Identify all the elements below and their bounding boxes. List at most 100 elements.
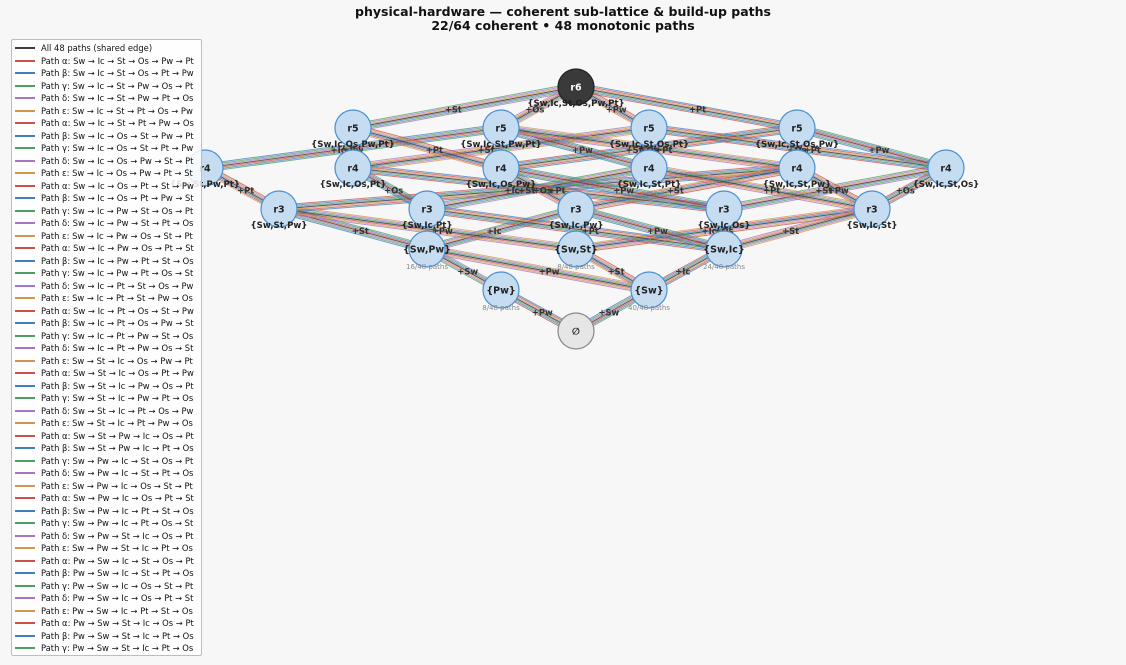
- path-strand: [797, 125, 947, 166]
- path-strand: [353, 90, 577, 133]
- lattice-node: {Pw}8/48 paths: [482, 271, 520, 312]
- legend-swatch: [15, 259, 35, 262]
- legend-item-path: Path β: Sw → St → Ic → Pw → Os → Pt: [15, 380, 201, 393]
- node-rank-label: r4: [791, 164, 803, 175]
- path-strand: [352, 82, 576, 125]
- node-set-label: {Sw,Ic,Pt}: [401, 221, 452, 231]
- node-rank-label: r4: [495, 164, 507, 175]
- lattice-edge: [574, 204, 726, 254]
- path-strand: [426, 206, 576, 247]
- node-circle: [630, 271, 668, 309]
- legend-label: Path γ: Sw → Ic → Pw → St → Os → Pt: [41, 205, 194, 216]
- path-strand: [724, 168, 947, 211]
- path-strand: [649, 166, 873, 209]
- legend-swatch: [15, 347, 35, 350]
- path-strand: [278, 211, 427, 252]
- node-set-label: {Sw,Ic,St,Os}: [913, 180, 980, 190]
- chart-title-block: physical-hardware — coherent sub-lattice…: [0, 5, 1126, 33]
- legend-swatch: [15, 184, 35, 187]
- node-circle: [630, 109, 668, 147]
- legend-label: Path γ: Sw → Pw → Ic → Pt → Os → St: [41, 518, 194, 529]
- legend-label: Path α: Sw → Ic → Os → Pt → St → Pw: [41, 180, 194, 191]
- shared-edge-line: [575, 86, 798, 129]
- node-path-count: 16/48 paths: [406, 263, 448, 271]
- node-rank-label: r3: [718, 205, 729, 216]
- legend-label: Path δ: Sw → Ic → Pt → Pw → Os → St: [41, 343, 194, 354]
- legend-label: All 48 paths (shared edge): [41, 43, 153, 54]
- legend-item-path: Path γ: Sw → Ic → Pt → Pw → St → Os: [15, 330, 201, 343]
- node-set-label: {Sw,Ic,Os}: [697, 221, 750, 231]
- shared-edge-line: [796, 127, 947, 169]
- node-set-label: {Sw,Ic,Os,Pw}: [466, 180, 537, 190]
- path-strand: [426, 249, 649, 292]
- node-circle: [705, 190, 743, 228]
- chart-subtitle: 22/64 coherent • 48 monotonic paths: [431, 18, 695, 33]
- node-rank-label: r4: [347, 164, 359, 175]
- edge-label: +Pw: [432, 226, 453, 236]
- path-strand: [279, 204, 429, 246]
- path-strand: [723, 206, 872, 247]
- edge-label: +St: [352, 226, 369, 236]
- path-strand: [797, 123, 948, 165]
- legend-label: Path ε: Sw → Pw → Ic → Os → St → Pt: [41, 480, 193, 491]
- node-set-label: {Sw,Ic,St,Os,Pt}: [609, 140, 689, 150]
- legend-swatch: [15, 647, 35, 650]
- legend-item-path: Path δ: Sw → Ic → Pw → St → Pt → Os: [15, 217, 201, 230]
- path-strand: [427, 245, 650, 288]
- node-set-label: {Sw,St,Pw}: [251, 221, 308, 231]
- path-strand: [648, 168, 872, 211]
- path-strand: [576, 85, 798, 128]
- edge-label: +St: [445, 105, 462, 115]
- edge-label: +St: [608, 267, 625, 277]
- node-layer: r6{Sw,Ic,St,Os,Pw,Pt}r5{Sw,Ic,Os,Pw,Pt}r…: [170, 68, 980, 350]
- lattice-edge: [351, 123, 503, 173]
- legend-item-path: Path α: Sw → St → Pw → Ic → Os → Pt: [15, 430, 201, 443]
- path-strand: [576, 168, 798, 211]
- shared-edge-line: [575, 167, 798, 210]
- legend-item-path: Path ε: Pw → Sw → Ic → Pt → St → Os: [15, 605, 201, 618]
- path-strand: [576, 171, 798, 214]
- lattice-edge: [795, 123, 948, 173]
- shared-edge-line: [500, 127, 650, 169]
- legend-item-path: Path γ: Sw → Pw → Ic → Pt → Os → St: [15, 517, 201, 530]
- edge-label: +St: [815, 186, 832, 196]
- node-circle: [557, 190, 595, 228]
- path-strand: [279, 207, 577, 249]
- legend-item-path: Path δ: Sw → Ic → St → Pw → Pt → Os: [15, 92, 201, 105]
- legend-item-path: Path δ: Sw → St → Ic → Pt → Os → Pw: [15, 405, 201, 418]
- node-rank-label: r3: [421, 205, 432, 216]
- legend-item-path: Path γ: Sw → Ic → Os → St → Pt → Pw: [15, 142, 201, 155]
- node-rank-label: r5: [791, 124, 802, 135]
- legend-label: Path α: Sw → Ic → St → Os → Pw → Pt: [41, 55, 194, 66]
- legend-swatch: [15, 47, 35, 50]
- shared-edge-line: [426, 208, 725, 250]
- shared-edge-line: [500, 167, 725, 210]
- path-strand: [575, 87, 797, 130]
- path-strand: [353, 163, 725, 206]
- shared-edge-line: [648, 127, 947, 169]
- path-strand: [352, 126, 649, 168]
- edge-label: +Pw: [868, 145, 889, 155]
- legend-item-path: Path ε: Sw → Pw → St → Ic → Pt → Os: [15, 542, 201, 555]
- path-strand: [425, 204, 576, 246]
- legend-item-path: Path δ: Sw → Pw → St → Ic → Os → Pt: [15, 530, 201, 543]
- path-strand: [426, 207, 576, 249]
- path-strand: [576, 83, 798, 126]
- path-strand: [352, 85, 576, 128]
- edge-label: +St: [518, 186, 535, 196]
- legend-label: Path β: Pw → Sw → Ic → St → Pt → Os: [41, 568, 194, 579]
- lattice-node: r4{Sw,Ic,St,Pw}: [763, 149, 831, 190]
- path-strand: [426, 209, 724, 251]
- legend-swatch: [15, 472, 35, 475]
- path-strand: [501, 163, 725, 206]
- lattice-edge: [425, 204, 578, 254]
- path-strand: [427, 207, 725, 249]
- legend-swatch: [15, 147, 35, 150]
- legend-swatch: [15, 209, 35, 212]
- shared-edge-line: [648, 167, 873, 210]
- legend-label: Path β: Pw → Sw → St → Ic → Pt → Os: [41, 630, 194, 641]
- legend-label: Path β: Sw → Ic → Os → St → Pw → Pt: [41, 130, 194, 141]
- path-strand: [352, 168, 724, 211]
- shared-edge-line: [426, 248, 650, 291]
